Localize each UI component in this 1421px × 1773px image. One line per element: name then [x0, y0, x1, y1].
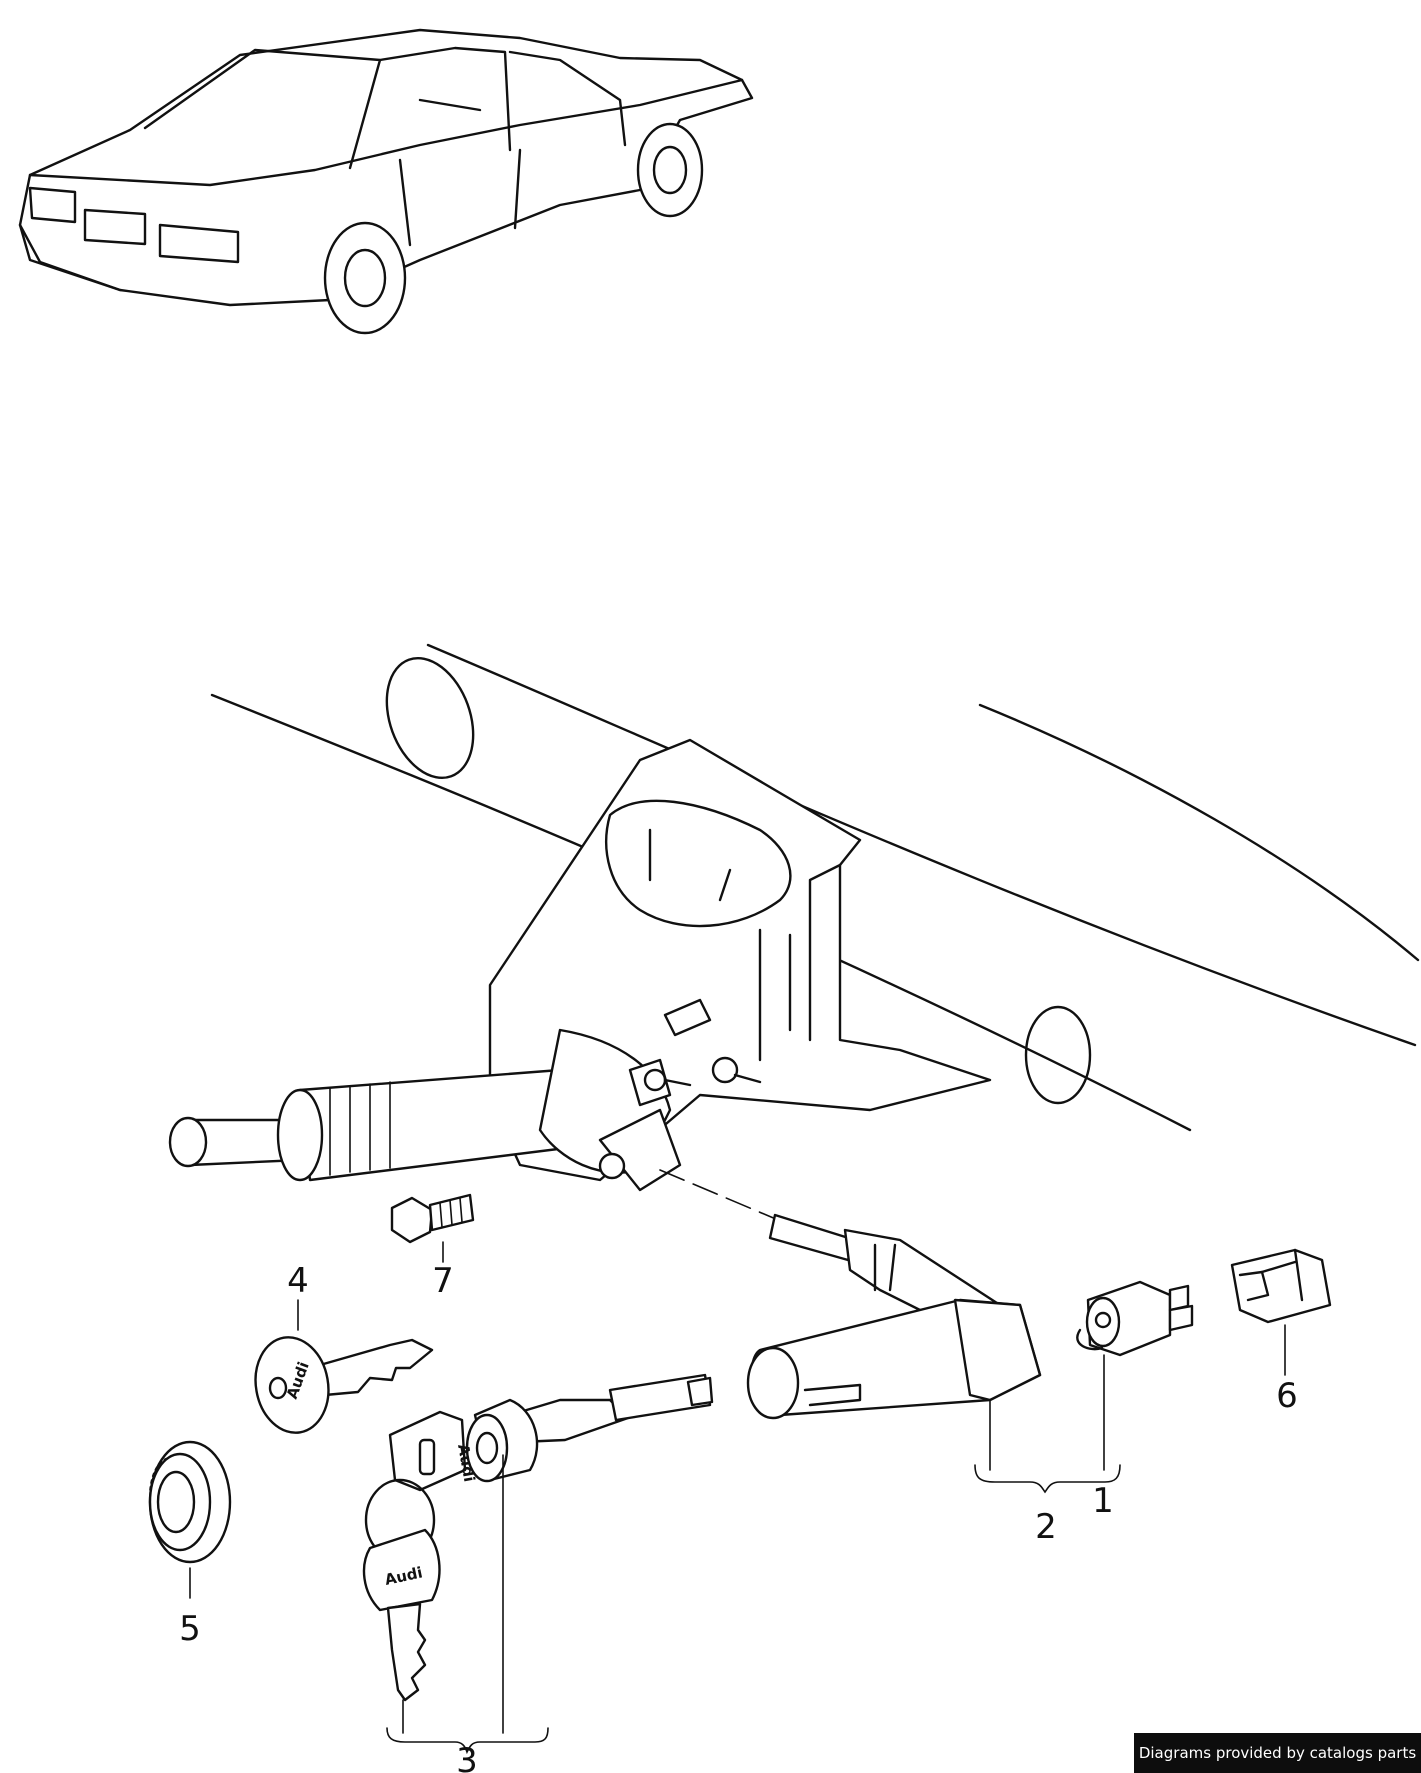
car-overview-illustration	[18, 28, 754, 335]
seal-ring	[148, 1440, 232, 1564]
leader-lines	[189, 1241, 1286, 1755]
callout-5: 5	[179, 1609, 201, 1649]
callout-4: 4	[287, 1261, 309, 1301]
adapter-sleeve	[1230, 1248, 1332, 1324]
lock-cylinder-with-keys: Audi Audi	[362, 1373, 714, 1702]
key-blank: Audi	[254, 1336, 434, 1434]
assembly-line	[659, 1169, 791, 1226]
credit-banner: Diagrams provided by catalogs parts	[1134, 1733, 1421, 1773]
callout-1: 1	[1092, 1481, 1114, 1521]
callout-3: 3	[456, 1741, 478, 1773]
callout-6: 6	[1276, 1376, 1298, 1416]
ignition-switch	[1076, 1280, 1194, 1357]
steering-column-shaft	[168, 1028, 762, 1192]
callout-2: 2	[1035, 1507, 1057, 1547]
lock-housing	[746, 1213, 1042, 1420]
hex-bolt	[390, 1193, 475, 1244]
callout-7: 7	[432, 1261, 454, 1301]
